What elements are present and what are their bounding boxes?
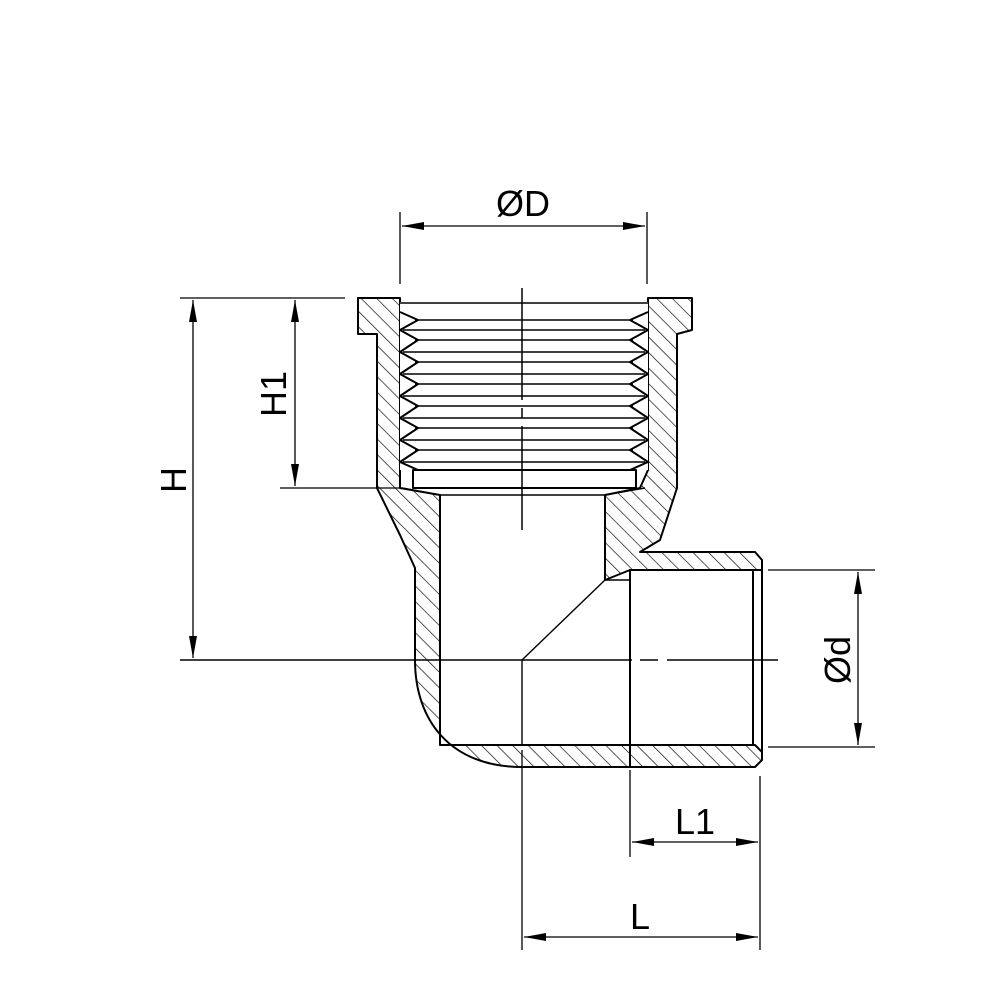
label-length: L [630,896,650,937]
centerlines [180,288,778,661]
thread-lines [403,319,645,463]
dimension-inner-diameter: Ød [768,569,875,748]
internal-thread [399,302,649,496]
bottom-branch-wall [629,744,763,768]
branch-socket [605,560,763,760]
fitting-section [357,297,763,768]
dimension-length: L [521,750,758,950]
dimension-socket-length: L1 [629,770,761,950]
label-socket-length: L1 [675,801,715,842]
label-height: H [153,467,194,493]
thread-relief [412,469,637,489]
dimension-outer-diameter: ØD [399,183,648,284]
dimension-thread-height: H1 [253,300,400,489]
vertical-bore [439,495,606,745]
label-inner-diameter: Ød [817,636,858,684]
thread-teeth-left [399,311,419,471]
label-outer-diameter: ØD [496,183,550,224]
label-thread-height: H1 [253,371,294,417]
socket-bore [629,569,754,746]
dimension-height: H [153,297,345,658]
thread-teeth-right [629,311,649,471]
